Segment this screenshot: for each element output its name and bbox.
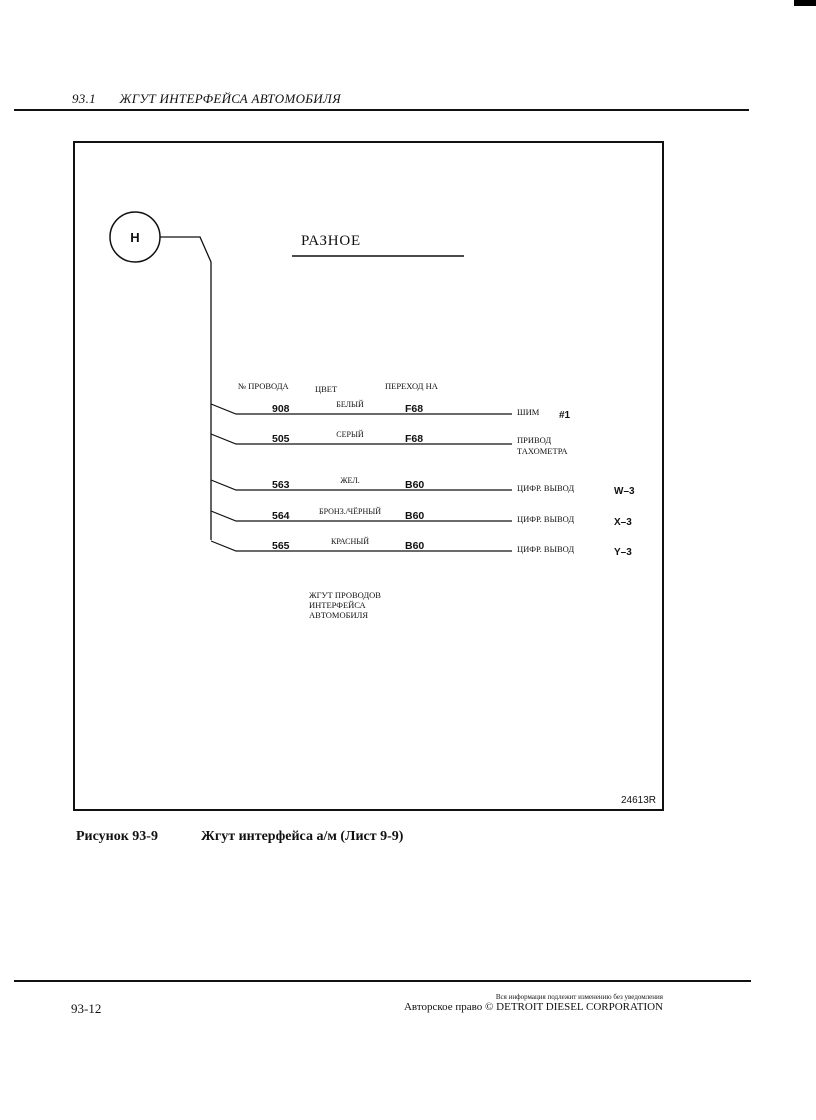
- wire-line: [210, 540, 512, 552]
- connector-h: H: [109, 211, 161, 263]
- wire-number: 908: [272, 403, 290, 415]
- wire-row: 563 ЖЕЛ. B60 ЦИФР. ВЫВОД W–3: [210, 476, 635, 497]
- wire-connector: F68: [405, 433, 423, 445]
- wire-color: СЕРЫЙ: [336, 430, 364, 439]
- wire-destination: ШИМ: [517, 407, 540, 417]
- wire-row: 564 БРОНЗ./ЧЁРНЫЙ B60 ЦИФР. ВЫВОД X–3: [210, 507, 632, 528]
- header-rule: [14, 109, 749, 111]
- column-header-goes-to: ПЕРЕХОД НА: [385, 381, 439, 391]
- wire-pin: #1: [559, 410, 571, 421]
- wire-row: 908 БЕЛЫЙ F68 ШИМ #1: [210, 400, 571, 421]
- wire-pin: X–3: [614, 517, 632, 528]
- wire-pin: Y–3: [614, 547, 632, 558]
- wire-color: КРАСНЫЙ: [331, 537, 369, 546]
- wire-color: ЖЕЛ.: [340, 476, 359, 485]
- wire-row: 565 КРАСНЫЙ B60 ЦИФР. ВЫВОД Y–3: [210, 537, 632, 558]
- wire-pin: W–3: [614, 486, 635, 497]
- header-section-number: 93.1: [72, 91, 96, 106]
- wire-number: 505: [272, 433, 290, 445]
- wire-color: БЕЛЫЙ: [336, 400, 364, 409]
- wire-line: [210, 510, 512, 522]
- wire-connector: F68: [405, 403, 423, 415]
- column-header-wire-no: № ПРОВОДА: [238, 381, 290, 391]
- corner-scan-mark: [794, 0, 816, 6]
- wire-number: 564: [272, 510, 290, 522]
- wire-destination: ЦИФР. ВЫВОД: [517, 483, 574, 493]
- wire-number: 565: [272, 540, 290, 552]
- footer-copyright: Авторское право © DETROIT DIESEL CORPORA…: [403, 1001, 663, 1013]
- header-title: ЖГУТ ИНТЕРФЕЙСА АВТОМОБИЛЯ: [119, 91, 341, 106]
- footer-notice: Вся информация подлежит изменению без ув…: [495, 993, 663, 1001]
- running-header: 93.1 ЖГУТ ИНТЕРФЕЙСА АВТОМОБИЛЯ: [72, 91, 341, 107]
- wire-connector: B60: [405, 540, 424, 552]
- figure-caption: Жгут интерфейса а/м (Лист 9-9): [201, 829, 404, 844]
- wire-destination: ЦИФР. ВЫВОД: [517, 544, 574, 554]
- wire-destination: ЦИФР. ВЫВОД: [517, 514, 574, 524]
- wire-line: [210, 403, 512, 415]
- figure-code: 24613R: [621, 795, 656, 806]
- wire-connector: B60: [405, 510, 424, 522]
- page-number: 93-12: [71, 1001, 102, 1016]
- wire-connector: B60: [405, 479, 424, 491]
- figure-number: Рисунок 93-9: [76, 829, 158, 844]
- footer-rule: [14, 980, 751, 982]
- figure-frame: [73, 141, 664, 811]
- connector-label: H: [130, 230, 139, 245]
- wire-line: [210, 433, 512, 445]
- wire-line: [210, 479, 512, 491]
- wire-number: 563: [272, 479, 290, 491]
- column-header-color: ЦВЕТ: [315, 384, 338, 394]
- wire-color: БРОНЗ./ЧЁРНЫЙ: [319, 507, 381, 516]
- diagram-title: РАЗНОЕ: [301, 233, 361, 249]
- harness-trunk: [160, 236, 212, 540]
